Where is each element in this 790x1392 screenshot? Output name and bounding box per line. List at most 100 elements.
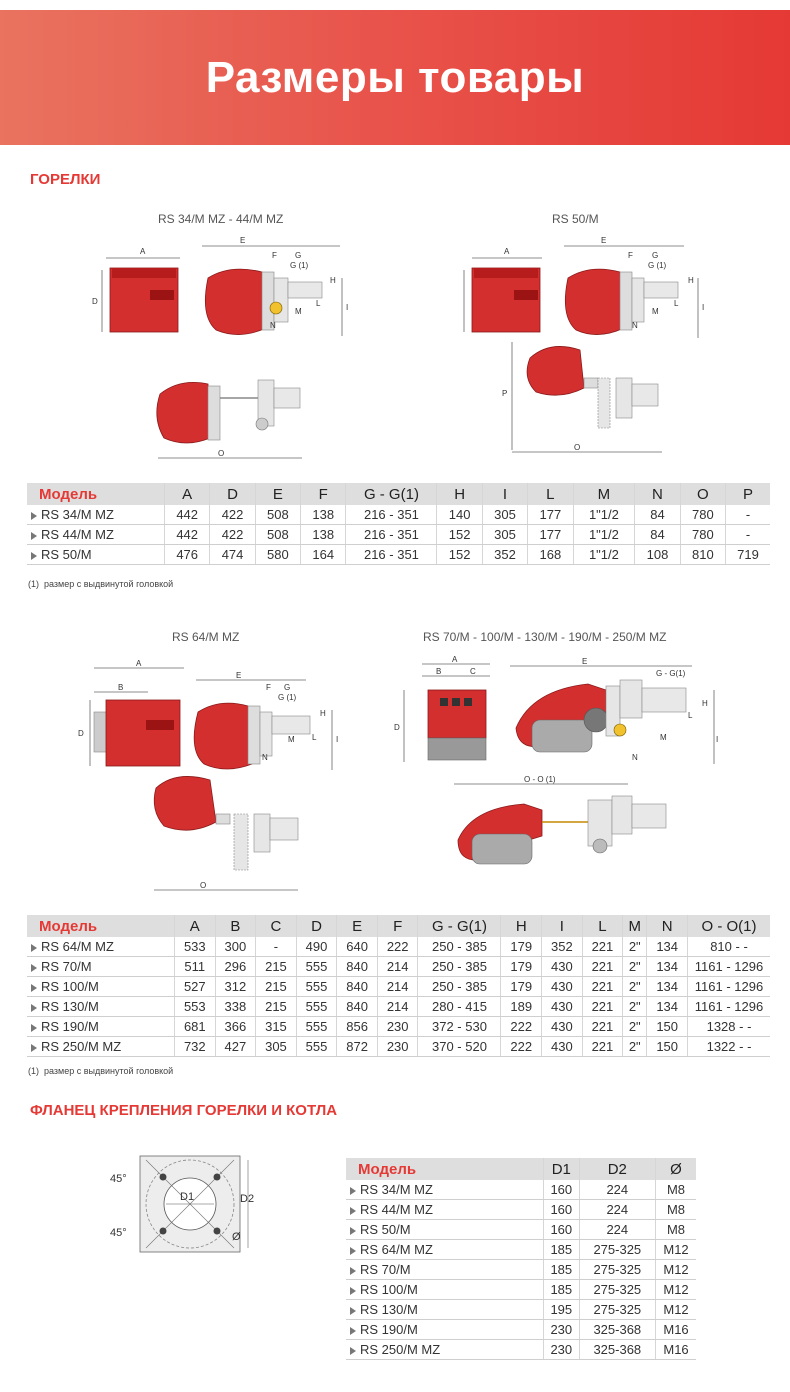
svg-text:L: L (674, 299, 679, 308)
table-cell: 840 (336, 996, 378, 1017)
table-cell: 164 (300, 544, 346, 565)
table-cell: 221 (581, 996, 623, 1017)
svg-text:P: P (502, 389, 507, 398)
column-header-model: Модель (27, 915, 175, 937)
diameter-label: Ø (232, 1231, 241, 1243)
table-cell: 250 - 385 (417, 976, 501, 997)
column-header: D2 (578, 1158, 656, 1180)
table-cell: 140 (436, 505, 483, 525)
table-cell: 508 (254, 524, 301, 545)
table-cell: 490 (295, 937, 337, 957)
column-header: H (500, 915, 542, 937)
table-cell: M8 (655, 1199, 696, 1220)
table-cell: M12 (655, 1259, 696, 1280)
svg-text:G (1): G (1) (278, 693, 297, 702)
column-header: M (572, 483, 635, 505)
model-cell: RS 130/M (346, 1299, 544, 1320)
svg-text:E: E (601, 236, 606, 245)
table-cell: 305 (255, 1036, 297, 1057)
page-banner: Размеры товары (0, 10, 790, 145)
table-cell: M12 (655, 1299, 696, 1320)
svg-text:L: L (312, 733, 317, 742)
table-cell: 533 (174, 937, 216, 957)
table-cell: 2" (622, 937, 647, 957)
table-cell: M8 (655, 1180, 696, 1200)
bullet-triangle-icon (350, 1286, 356, 1295)
table-cell: M16 (655, 1339, 696, 1360)
section-title-burners: ГОРЕЛКИ (30, 171, 101, 188)
table-cell: 250 - 385 (417, 937, 501, 957)
bullet-triangle-icon (350, 1206, 356, 1215)
table-cell: 856 (336, 1016, 378, 1037)
table-cell: 221 (581, 956, 623, 977)
table-cell: - (725, 524, 770, 545)
table-cell: 224 (578, 1219, 656, 1240)
svg-text:I: I (702, 303, 704, 312)
burner-dimensions-table-1: Модель A D E F G - G(1) H I L M N O P RS… (27, 483, 770, 565)
table-cell: 221 (581, 937, 623, 957)
svg-text:B: B (436, 667, 441, 676)
table-cell: 275-325 (578, 1279, 656, 1300)
table-cell: 168 (527, 544, 574, 565)
table-cell: 300 (214, 937, 256, 957)
svg-text:N: N (270, 321, 276, 330)
column-header: E (336, 915, 378, 937)
column-header-model: Модель (346, 1158, 544, 1180)
table-cell: 640 (336, 937, 378, 957)
column-header: L (581, 915, 623, 937)
bullet-triangle-icon (31, 531, 37, 540)
table-cell: 138 (300, 505, 346, 525)
table-cell: 177 (527, 505, 574, 525)
table-cell: 230 (376, 1016, 418, 1037)
model-cell: RS 70/M (346, 1259, 544, 1280)
diagram-caption-rs34-44: RS 34/M MZ - 44/M MZ (158, 212, 284, 226)
table-cell: 555 (295, 1036, 337, 1057)
table-cell: 185 (543, 1239, 580, 1260)
table-cell: 430 (541, 976, 583, 997)
svg-text:H: H (702, 699, 708, 708)
bullet-triangle-icon (350, 1186, 356, 1195)
table-cell: 221 (581, 1036, 623, 1057)
table-cell: 2" (622, 1036, 647, 1057)
column-header: O - O(1) (687, 915, 770, 937)
bullet-triangle-icon (31, 943, 37, 952)
svg-text:G: G (295, 251, 301, 260)
table-cell: 511 (174, 956, 216, 977)
table-cell: 474 (209, 544, 256, 565)
table-cell: 215 (255, 976, 297, 997)
table-cell: 214 (376, 976, 418, 997)
svg-text:L: L (316, 299, 321, 308)
table-cell: 222 (376, 937, 418, 957)
model-cell: RS 100/M (27, 976, 175, 997)
bullet-triangle-icon (31, 983, 37, 992)
column-header: E (254, 483, 301, 505)
table-cell: 1161 - 1296 (687, 976, 770, 997)
column-header: I (481, 483, 528, 505)
table-cell: 215 (255, 956, 297, 977)
model-cell: RS 44/M MZ (27, 524, 165, 545)
model-cell: RS 250/M MZ (27, 1036, 175, 1057)
column-header: D1 (543, 1158, 580, 1180)
svg-text:O - O (1): O - O (1) (524, 775, 556, 784)
table-header-row: Модель A B C D E F G - G(1) H I L M N O … (27, 915, 770, 937)
model-cell: RS 100/M (346, 1279, 544, 1300)
table-cell: M8 (655, 1219, 696, 1240)
table-cell: 315 (255, 1016, 297, 1037)
bullet-triangle-icon (31, 1003, 37, 1012)
table-cell: 2" (622, 956, 647, 977)
table-row: RS 50/M 476 474 580 164 216 - 351 152 35… (27, 544, 770, 565)
bullet-triangle-icon (31, 1023, 37, 1032)
bullet-triangle-icon (350, 1246, 356, 1255)
table-cell: 555 (295, 976, 337, 997)
table-cell: 160 (543, 1199, 580, 1220)
column-header: Ø (655, 1158, 696, 1180)
table-cell: 555 (295, 996, 337, 1017)
table-cell: 1328 - - (687, 1016, 770, 1037)
column-header: D (209, 483, 256, 505)
svg-text:A: A (504, 247, 510, 256)
